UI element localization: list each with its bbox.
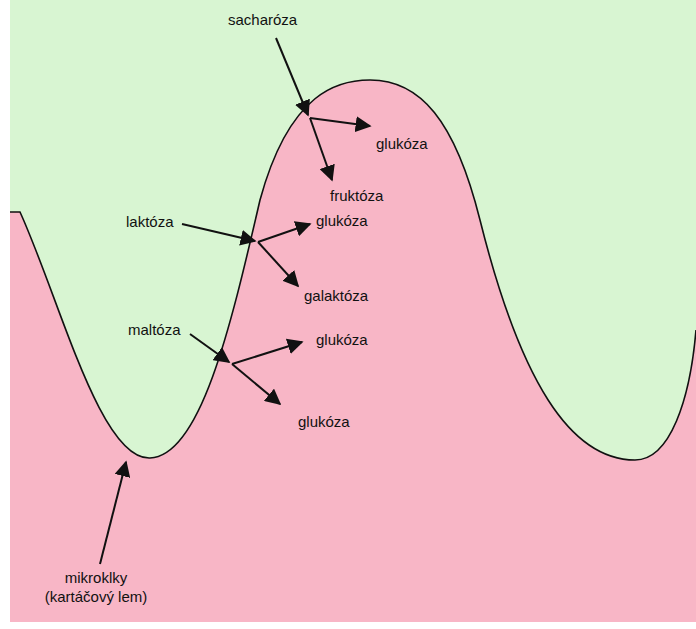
leader-arrow	[258, 242, 298, 286]
leader-arrow	[276, 38, 308, 115]
lumen-ground	[10, 0, 696, 622]
substrate-label: maltóza	[128, 320, 181, 339]
leader-arrow	[310, 118, 332, 180]
product-label: glukóza	[316, 330, 368, 349]
product-label: glukóza	[376, 134, 428, 153]
brush-border-line	[10, 80, 696, 460]
substrate-label: sacharóza	[228, 10, 297, 29]
structure-label: mikroklky (kartáčový lem)	[36, 568, 156, 606]
substrate-label: laktóza	[126, 212, 174, 231]
leader-arrow	[100, 462, 126, 564]
leader-arrow	[232, 342, 302, 364]
leader-arrow	[232, 364, 280, 404]
product-label: galaktóza	[304, 286, 368, 305]
product-label: glukóza	[298, 412, 350, 431]
leader-arrow	[190, 334, 229, 362]
product-label: fruktóza	[330, 186, 383, 205]
leader-arrow	[310, 118, 370, 126]
product-label: glukóza	[316, 211, 368, 230]
leader-arrow	[182, 224, 255, 241]
leader-arrow	[258, 224, 310, 242]
cell-ground	[10, 80, 696, 622]
